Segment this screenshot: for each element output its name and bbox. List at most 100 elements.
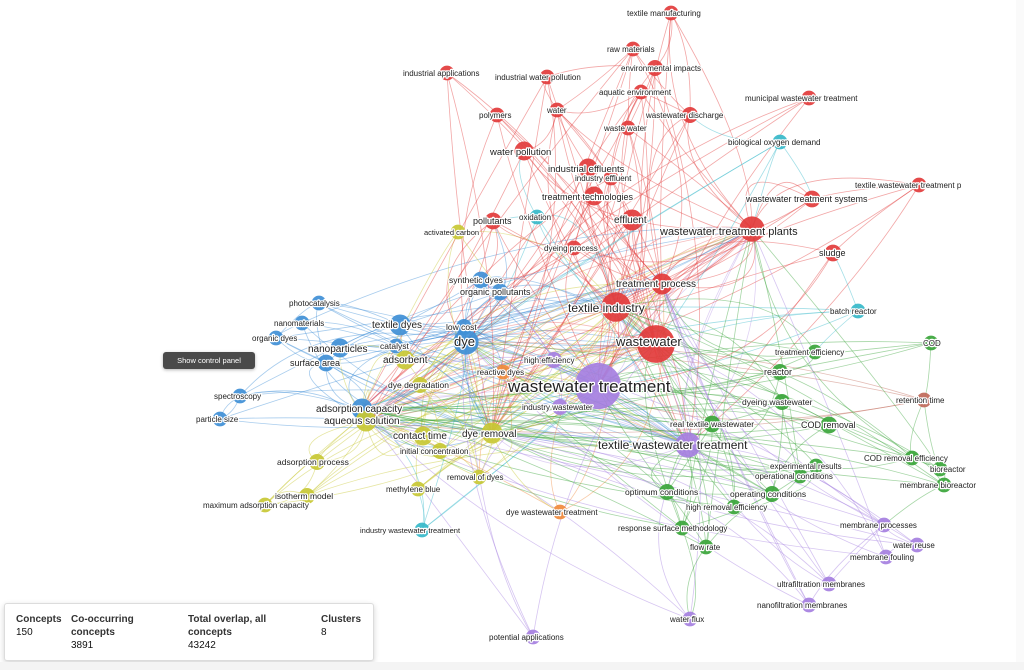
node-polymers[interactable] [489, 107, 505, 123]
node-label[interactable]: particle size [195, 414, 240, 426]
node-label[interactable]: synthetic dyes [448, 274, 504, 287]
node-batch-reactor[interactable] [850, 303, 866, 319]
node-textile-industry[interactable] [601, 292, 631, 322]
node-label[interactable]: industry wastewater [521, 402, 595, 414]
node-label[interactable]: treatment process [615, 278, 698, 292]
node-label[interactable]: dye removal [461, 428, 518, 442]
node-synthetic-dyes[interactable] [472, 271, 490, 289]
node-industrial-applications[interactable] [439, 65, 455, 81]
node-catalyst[interactable] [388, 338, 404, 354]
node-industrial-water-pollution[interactable] [539, 69, 555, 85]
node-dye-removal[interactable] [481, 422, 503, 444]
node-label[interactable]: operating conditions [729, 488, 808, 501]
node-cod-removal-efficiency[interactable] [904, 450, 920, 466]
node-industry-wastewater-treatment[interactable] [414, 522, 430, 538]
node-cod-removal[interactable] [820, 416, 838, 434]
node-nanoparticles[interactable] [330, 338, 350, 358]
node-label[interactable]: aquatic environment [598, 87, 673, 99]
node-label[interactable]: sludge [818, 247, 847, 260]
node-label[interactable]: high removal efficiency [685, 502, 769, 514]
node-label[interactable]: organic pollutants [459, 286, 533, 299]
node-label[interactable]: industrial water pollution [494, 72, 582, 84]
node-wastewater-treatment-plants[interactable] [739, 216, 765, 242]
node-adsorption-process[interactable] [309, 454, 325, 470]
node-treatment-process[interactable] [651, 273, 673, 295]
node-label[interactable]: potential applications [488, 632, 565, 644]
node-label[interactable]: biological oxygen demand [727, 137, 822, 149]
node-dyeing-wastewater[interactable] [774, 394, 790, 410]
node-label[interactable]: municipal wastewater treatment [744, 93, 860, 105]
node-adsorbent[interactable] [395, 350, 415, 370]
node-membrane-bioreactor[interactable] [936, 477, 952, 493]
node-label[interactable]: membrane fouling [849, 552, 916, 564]
node-label[interactable]: wastewater [614, 333, 684, 351]
node-label[interactable]: nanomaterials [273, 318, 326, 330]
node-spectroscopy[interactable] [232, 388, 248, 404]
node-label[interactable]: real textile wastewater [669, 418, 756, 431]
node-experimental-results[interactable] [808, 458, 824, 474]
node-label[interactable]: textile wastewater treatment [597, 437, 750, 454]
node-label[interactable]: reactive dyes [476, 367, 526, 379]
node-label[interactable]: COD removal efficiency [863, 453, 949, 465]
node-reactive-dyes[interactable] [495, 364, 511, 380]
node-label[interactable]: nanofiltration membranes [756, 600, 849, 612]
vertical-scrollbar[interactable] [1016, 0, 1024, 670]
node-water[interactable] [549, 102, 565, 118]
node-aquatic-environment[interactable] [633, 84, 649, 100]
node-contact-time[interactable] [413, 426, 433, 446]
node-label[interactable]: response surface methodology [617, 523, 729, 535]
node-label[interactable]: spectroscopy [213, 391, 263, 403]
node-organic-dyes[interactable] [268, 330, 284, 346]
node-label[interactable]: adsorption capacity [315, 403, 404, 417]
node-label[interactable]: contact time [392, 430, 449, 444]
node-raw-materials[interactable] [625, 41, 641, 57]
node-high-removal-efficiency[interactable] [726, 499, 742, 515]
node-label[interactable]: optimum conditions [624, 486, 700, 499]
node-oxidation[interactable] [529, 209, 545, 225]
node-nanomaterials[interactable] [294, 315, 310, 331]
node-label[interactable]: catalyst [379, 340, 411, 353]
node-operating-conditions[interactable] [764, 486, 780, 502]
node-waste-water[interactable] [620, 120, 636, 136]
node-label[interactable]: polymers [478, 110, 513, 122]
node-membrane-fouling[interactable] [878, 549, 894, 565]
node-particle-size[interactable] [212, 411, 228, 427]
node-label[interactable]: reactor [763, 366, 794, 379]
node-isotherm-model[interactable] [299, 488, 315, 504]
node-industry-effluent[interactable] [603, 170, 619, 186]
node-label[interactable]: surface area [289, 357, 342, 370]
node-label[interactable]: wastewater treatment plants [658, 225, 800, 240]
node-surface-area[interactable] [317, 354, 335, 372]
node-water-pollution[interactable] [514, 141, 534, 161]
node-label[interactable]: COD removal [800, 419, 857, 432]
node-label[interactable]: treatment efficiency [774, 347, 846, 359]
node-label[interactable]: isotherm model [274, 490, 335, 503]
node-water-reuse[interactable] [909, 537, 925, 553]
node-label[interactable]: waste water [602, 123, 649, 135]
node-dye-wastewater-treatment[interactable] [552, 504, 568, 520]
node-label[interactable]: wastewater treatment systems [744, 193, 870, 206]
node-label[interactable]: initial concentration [399, 446, 470, 458]
node-environmental-impacts[interactable] [647, 60, 663, 76]
node-label[interactable]: water pollution [488, 146, 553, 160]
node-wastewater[interactable] [637, 325, 675, 363]
node-label[interactable]: nanoparticles [307, 343, 369, 357]
node-treatment-efficiency[interactable] [807, 344, 823, 360]
node-organic-pollutants[interactable] [491, 283, 509, 301]
node-label[interactable]: photocatalysis [288, 298, 341, 310]
node-label[interactable]: adsorption process [276, 456, 350, 469]
node-label[interactable]: organic dyes [251, 333, 299, 345]
node-label[interactable]: activated carbon [423, 227, 481, 239]
node-label[interactable]: dye degradation [387, 379, 451, 392]
node-label[interactable]: membrane bioreactor [899, 480, 978, 492]
node-textile-dyes[interactable] [389, 314, 411, 336]
node-retention-time[interactable] [916, 392, 932, 408]
node-label[interactable]: operational conditions [754, 471, 834, 483]
node-label[interactable]: dyeing wastewater [741, 396, 814, 409]
node-label[interactable]: flow rate [689, 542, 722, 554]
node-label[interactable]: experimental results [769, 461, 843, 473]
node-nanofiltration-membranes[interactable] [801, 597, 817, 613]
node-high-efficiency[interactable] [546, 352, 562, 368]
node-effluent[interactable] [621, 209, 643, 231]
node-label[interactable]: textile wastewater treatment p [854, 180, 963, 192]
